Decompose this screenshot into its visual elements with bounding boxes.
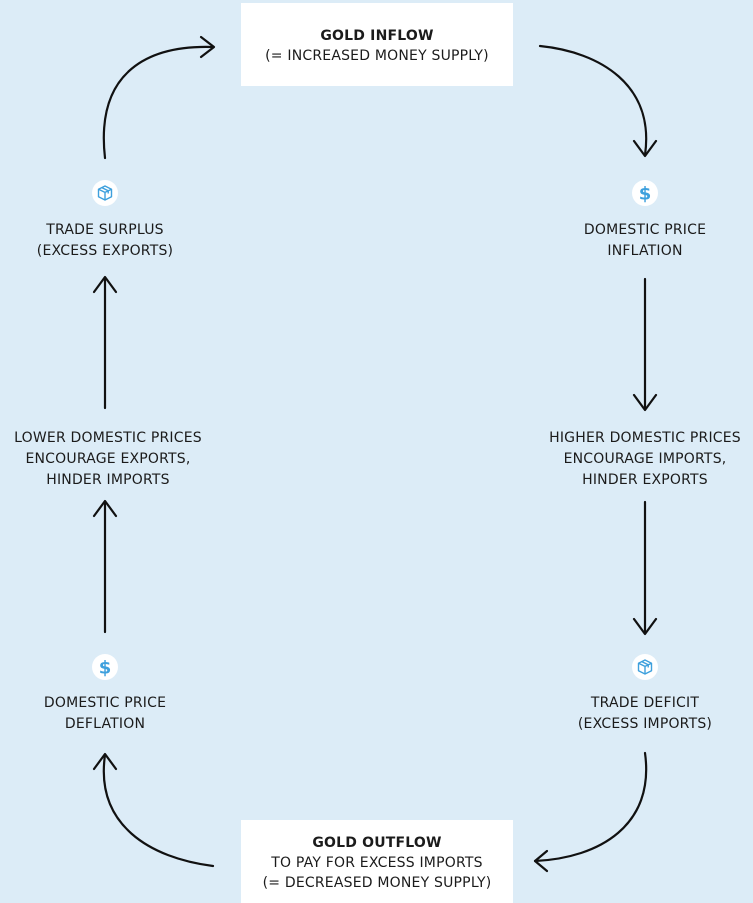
arrowhead-higher	[632, 393, 658, 412]
deflation-line2: DEFLATION	[64, 716, 146, 732]
gold-inflow-box: GOLD INFLOW (= INCREASED MONEY SUPPLY)	[241, 3, 513, 86]
inflation-line2: INFLATION	[607, 243, 683, 259]
arrow-inflow-to-inflation	[538, 44, 648, 157]
dollar-icon: $	[92, 654, 118, 680]
gold-outflow-line2: TO PAY FOR EXCESS IMPORTS	[271, 855, 483, 871]
gold-inflow-title: GOLD INFLOW	[320, 28, 434, 44]
arrowhead-outflow	[533, 849, 549, 873]
arrow-outflow-to-deflation	[102, 753, 215, 868]
higher-prices-line3: HINDER EXPORTS	[582, 472, 708, 488]
trade-deficit-line2: (EXCESS IMPORTS)	[577, 716, 713, 732]
gold-outflow-box: GOLD OUTFLOW TO PAY FOR EXCESS IMPORTS (…	[241, 820, 513, 903]
svg-text:$: $	[639, 184, 652, 205]
gold-outflow-title: GOLD OUTFLOW	[312, 835, 442, 851]
gold-inflow-subtitle: (= INCREASED MONEY SUPPLY)	[265, 48, 489, 64]
arrowhead-inflow	[199, 35, 216, 59]
inflation-label: DOMESTIC PRICE INFLATION	[540, 220, 750, 262]
deflation-label: DOMESTIC PRICE DEFLATION	[0, 693, 210, 735]
inflation-line1: DOMESTIC PRICE	[583, 222, 707, 238]
arrowhead-deficit	[632, 617, 658, 636]
arrowhead-lower	[92, 499, 118, 518]
arrowhead-inflation	[632, 139, 658, 158]
trade-surplus-line2: (EXCESS EXPORTS)	[36, 243, 174, 259]
trade-surplus-label: TRADE SURPLUS (EXCESS EXPORTS)	[0, 220, 210, 262]
svg-text:$: $	[99, 658, 112, 679]
lower-prices-line2: ENCOURAGE EXPORTS,	[25, 451, 191, 467]
lower-prices-line3: HINDER IMPORTS	[46, 472, 170, 488]
higher-prices-label: HIGHER DOMESTIC PRICES ENCOURAGE IMPORTS…	[535, 428, 753, 491]
dollar-icon: $	[632, 180, 658, 206]
box-icon	[92, 180, 118, 206]
arrow-surplus-to-inflow	[102, 45, 215, 160]
deflation-line1: DOMESTIC PRICE	[43, 695, 167, 711]
gold-outflow-line3: (= DECREASED MONEY SUPPLY)	[262, 875, 492, 891]
arrowhead-surplus	[92, 275, 118, 294]
box-icon	[632, 654, 658, 680]
arrow-deficit-to-outflow	[533, 751, 648, 863]
lower-prices-label: LOWER DOMESTIC PRICES ENCOURAGE EXPORTS,…	[0, 428, 216, 491]
arrowhead-deflation	[92, 752, 118, 771]
trade-surplus-line1: TRADE SURPLUS	[46, 222, 164, 238]
trade-deficit-line1: TRADE DEFICIT	[590, 695, 700, 711]
lower-prices-line1: LOWER DOMESTIC PRICES	[14, 430, 202, 446]
higher-prices-line2: ENCOURAGE IMPORTS,	[563, 451, 727, 467]
trade-deficit-label: TRADE DEFICIT (EXCESS IMPORTS)	[540, 693, 750, 735]
higher-prices-line1: HIGHER DOMESTIC PRICES	[549, 430, 741, 446]
